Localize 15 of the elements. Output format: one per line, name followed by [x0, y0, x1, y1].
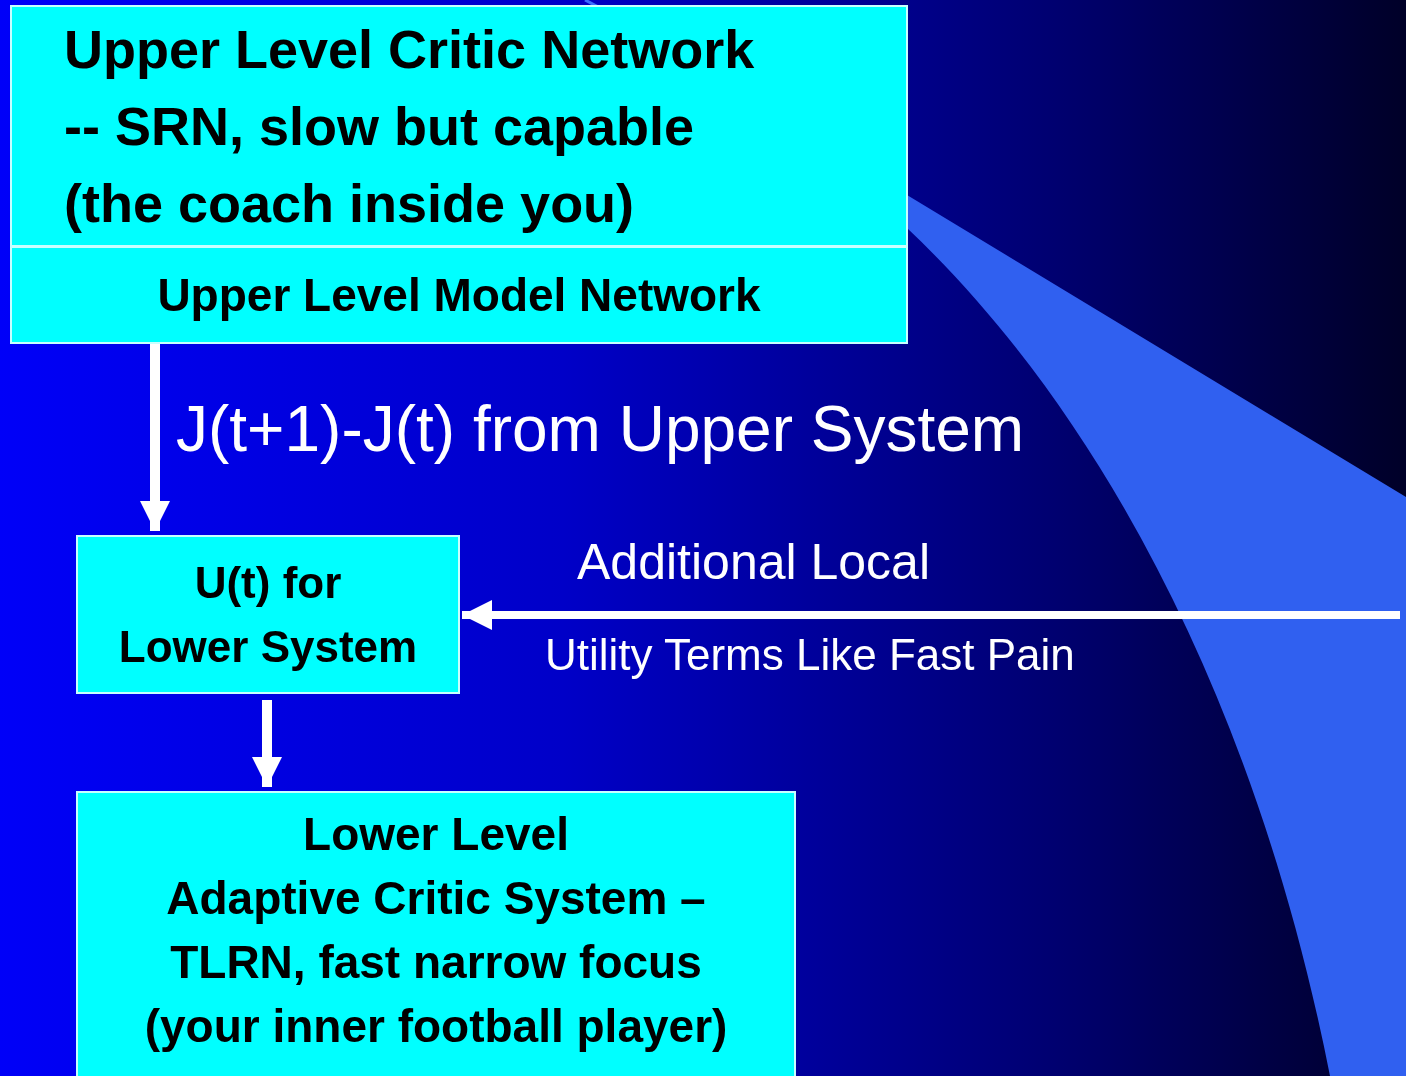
arrow	[462, 600, 1400, 630]
box-text: Upper Level Critic Network -- SRN, slow but capable (the coach inside you)	[64, 17, 756, 235]
edge-label: J(t+1)-J(t) from Upper System	[176, 392, 1025, 466]
box-heading: Lower Level	[302, 807, 570, 862]
utility-box	[76, 535, 460, 694]
lower-critic-box	[76, 791, 796, 1076]
box-text: Upper Level Model Network	[156, 268, 762, 323]
arrow	[140, 344, 170, 531]
edge-label: Additional Local	[577, 533, 931, 591]
note-text: Utility Terms Like Fast Pain	[545, 630, 1075, 680]
box-text: U(t) for Lower System	[117, 556, 419, 673]
arrow	[252, 700, 282, 787]
critic-network-box	[10, 5, 908, 247]
model-network-box	[10, 246, 908, 344]
box-text: Adaptive Critic System – TLRN, fast narrow focus (your inner football player)	[143, 871, 729, 1054]
